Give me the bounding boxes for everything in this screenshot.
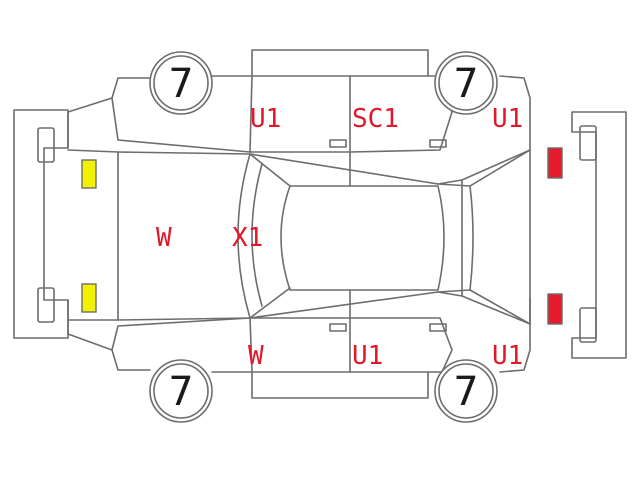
tire-front-left: 7 <box>149 51 213 115</box>
front-light-bottom <box>81 283 97 313</box>
mark-hood: W <box>156 223 172 253</box>
rear-bumper <box>571 111 627 359</box>
mark-bottom-rear-door: U1 <box>352 341 383 371</box>
tire-front-right-label: 7 <box>453 61 478 107</box>
tire-rear-right-label: 7 <box>453 369 478 415</box>
tire-rear-left-label: 7 <box>168 369 193 415</box>
tire-rear-left: 7 <box>149 359 213 423</box>
upper-side-body <box>67 49 531 187</box>
tire-front-left-label: 7 <box>168 61 193 107</box>
top-view-body <box>67 149 531 325</box>
mark-bottom-front-door: W <box>248 341 264 371</box>
mark-top-rear-fender: U1 <box>492 104 523 134</box>
mark-top-front-door: U1 <box>250 104 281 134</box>
mark-bottom-rear-fender: U1 <box>492 341 523 371</box>
rear-light-bottom <box>547 293 563 325</box>
front-bumper <box>13 109 69 339</box>
front-light-top <box>81 159 97 189</box>
mark-windshield: X1 <box>232 223 263 253</box>
rear-light-top <box>547 147 563 179</box>
tire-front-right: 7 <box>434 51 498 115</box>
mark-top-rear-door: SC1 <box>352 104 399 134</box>
tire-rear-right: 7 <box>434 359 498 423</box>
